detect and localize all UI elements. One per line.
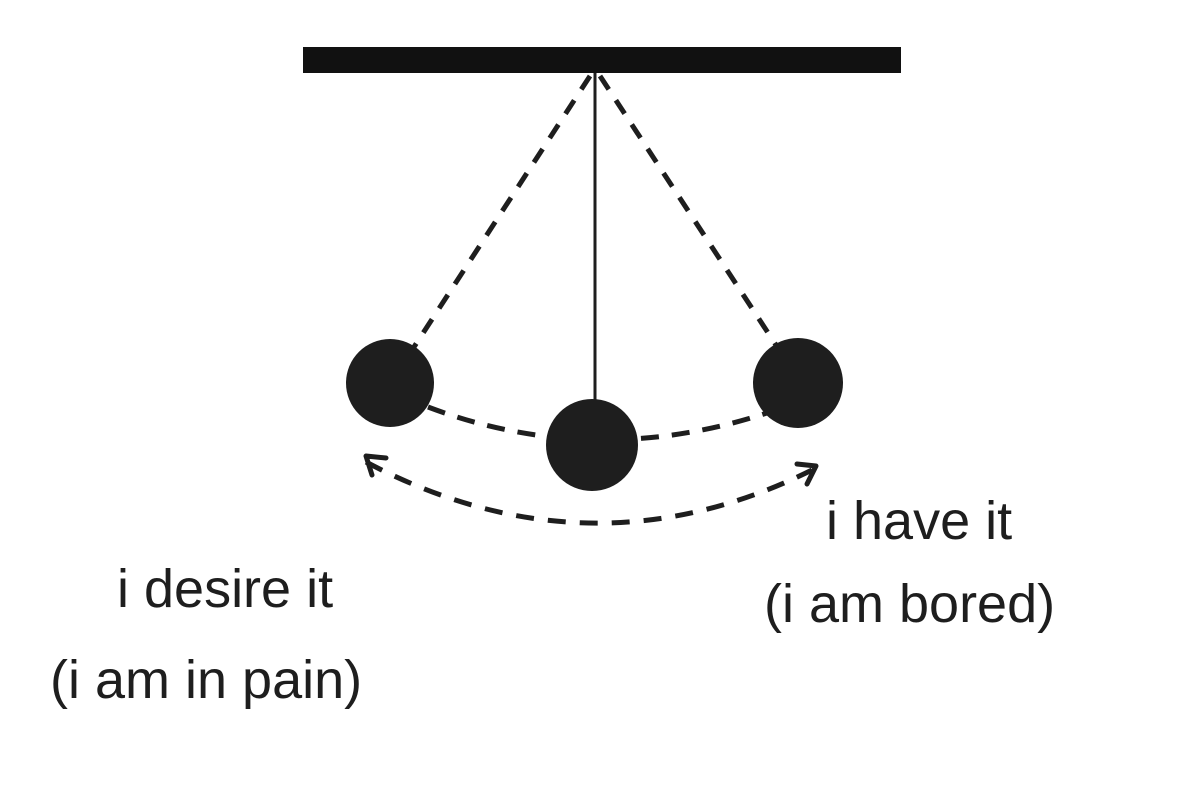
outer-arc-path: [364, 459, 814, 526]
center-ball: [546, 399, 638, 491]
right-label-line2: (i am bored): [764, 574, 1055, 634]
left-label-line1: i desire it: [117, 559, 333, 619]
left-label-line2: (i am in pain): [50, 650, 362, 710]
ceiling-bar: [303, 47, 901, 73]
right-ball: [753, 338, 843, 428]
right-dashed-string: [597, 74, 779, 347]
left-dashed-string: [411, 74, 593, 349]
right-arrow-head: [794, 461, 819, 487]
left-ball: [346, 339, 434, 427]
right-label-line1: i have it: [826, 491, 1012, 551]
left-arrow-head: [363, 453, 389, 478]
